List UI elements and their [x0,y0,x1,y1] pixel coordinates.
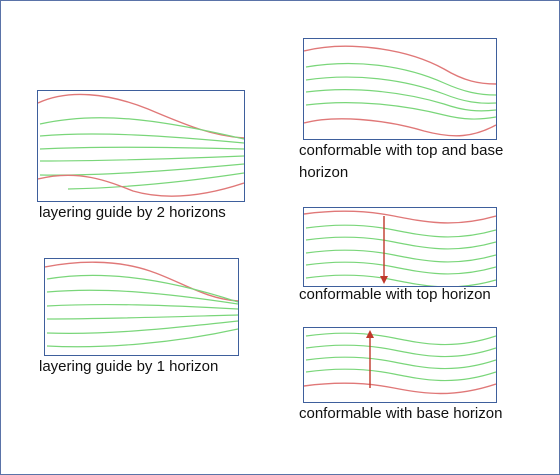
layer-line [46,303,238,310]
layer-line [46,328,238,348]
caption-conformable-top-base-line1: conformable with top and base [299,142,504,159]
layer-line [39,146,244,150]
arrow-head-icon [380,276,388,284]
base-horizon [304,382,496,395]
top-horizon [304,45,496,85]
layer-line [305,249,496,263]
panel-conformable-top-base [303,38,497,140]
layer-line [305,102,496,120]
panel-svg [45,261,238,348]
caption-conformable-top: conformable with top horizon [299,286,491,303]
panel-svg [304,210,496,286]
layer-line [305,89,496,112]
layer-line [305,274,496,286]
layer-line [67,172,244,190]
top-horizon [304,210,496,224]
caption-conformable-top-base-line2: horizon [299,164,349,181]
top-horizon [38,93,244,139]
caption-conformable-base: conformable with base horizon [299,405,503,422]
layer-line [46,314,238,320]
layer-line [305,344,496,358]
layer-line [305,236,496,250]
panel-svg [304,330,496,395]
layer-line [305,76,496,104]
arrow-head-icon [366,330,374,338]
panel-layering-guide-one-horizon [44,258,239,356]
layer-line [305,332,496,346]
layer-line [39,155,244,162]
panel-svg [38,93,244,197]
base-horizon [304,118,496,137]
panel-conformable-base [303,327,497,403]
layer-line [46,274,238,303]
panel-layering-guide-two-horizons [37,90,245,202]
panel-svg [304,45,496,137]
layer-line [39,163,244,176]
layer-line [305,224,496,238]
layer-line [39,117,244,140]
caption-layering-guide-two-horizons: layering guide by 2 horizons [39,204,226,221]
layer-line [46,289,238,305]
layer-line [305,368,496,382]
layer-line [305,356,496,370]
caption-layering-guide-one-horizon: layering guide by 1 horizon [39,358,219,375]
layer-line [305,261,496,275]
layer-line [305,62,496,96]
top-horizon [45,261,238,302]
layer-line [39,133,244,144]
base-horizon [38,174,244,197]
layer-line [46,320,238,334]
panel-conformable-top [303,207,497,287]
